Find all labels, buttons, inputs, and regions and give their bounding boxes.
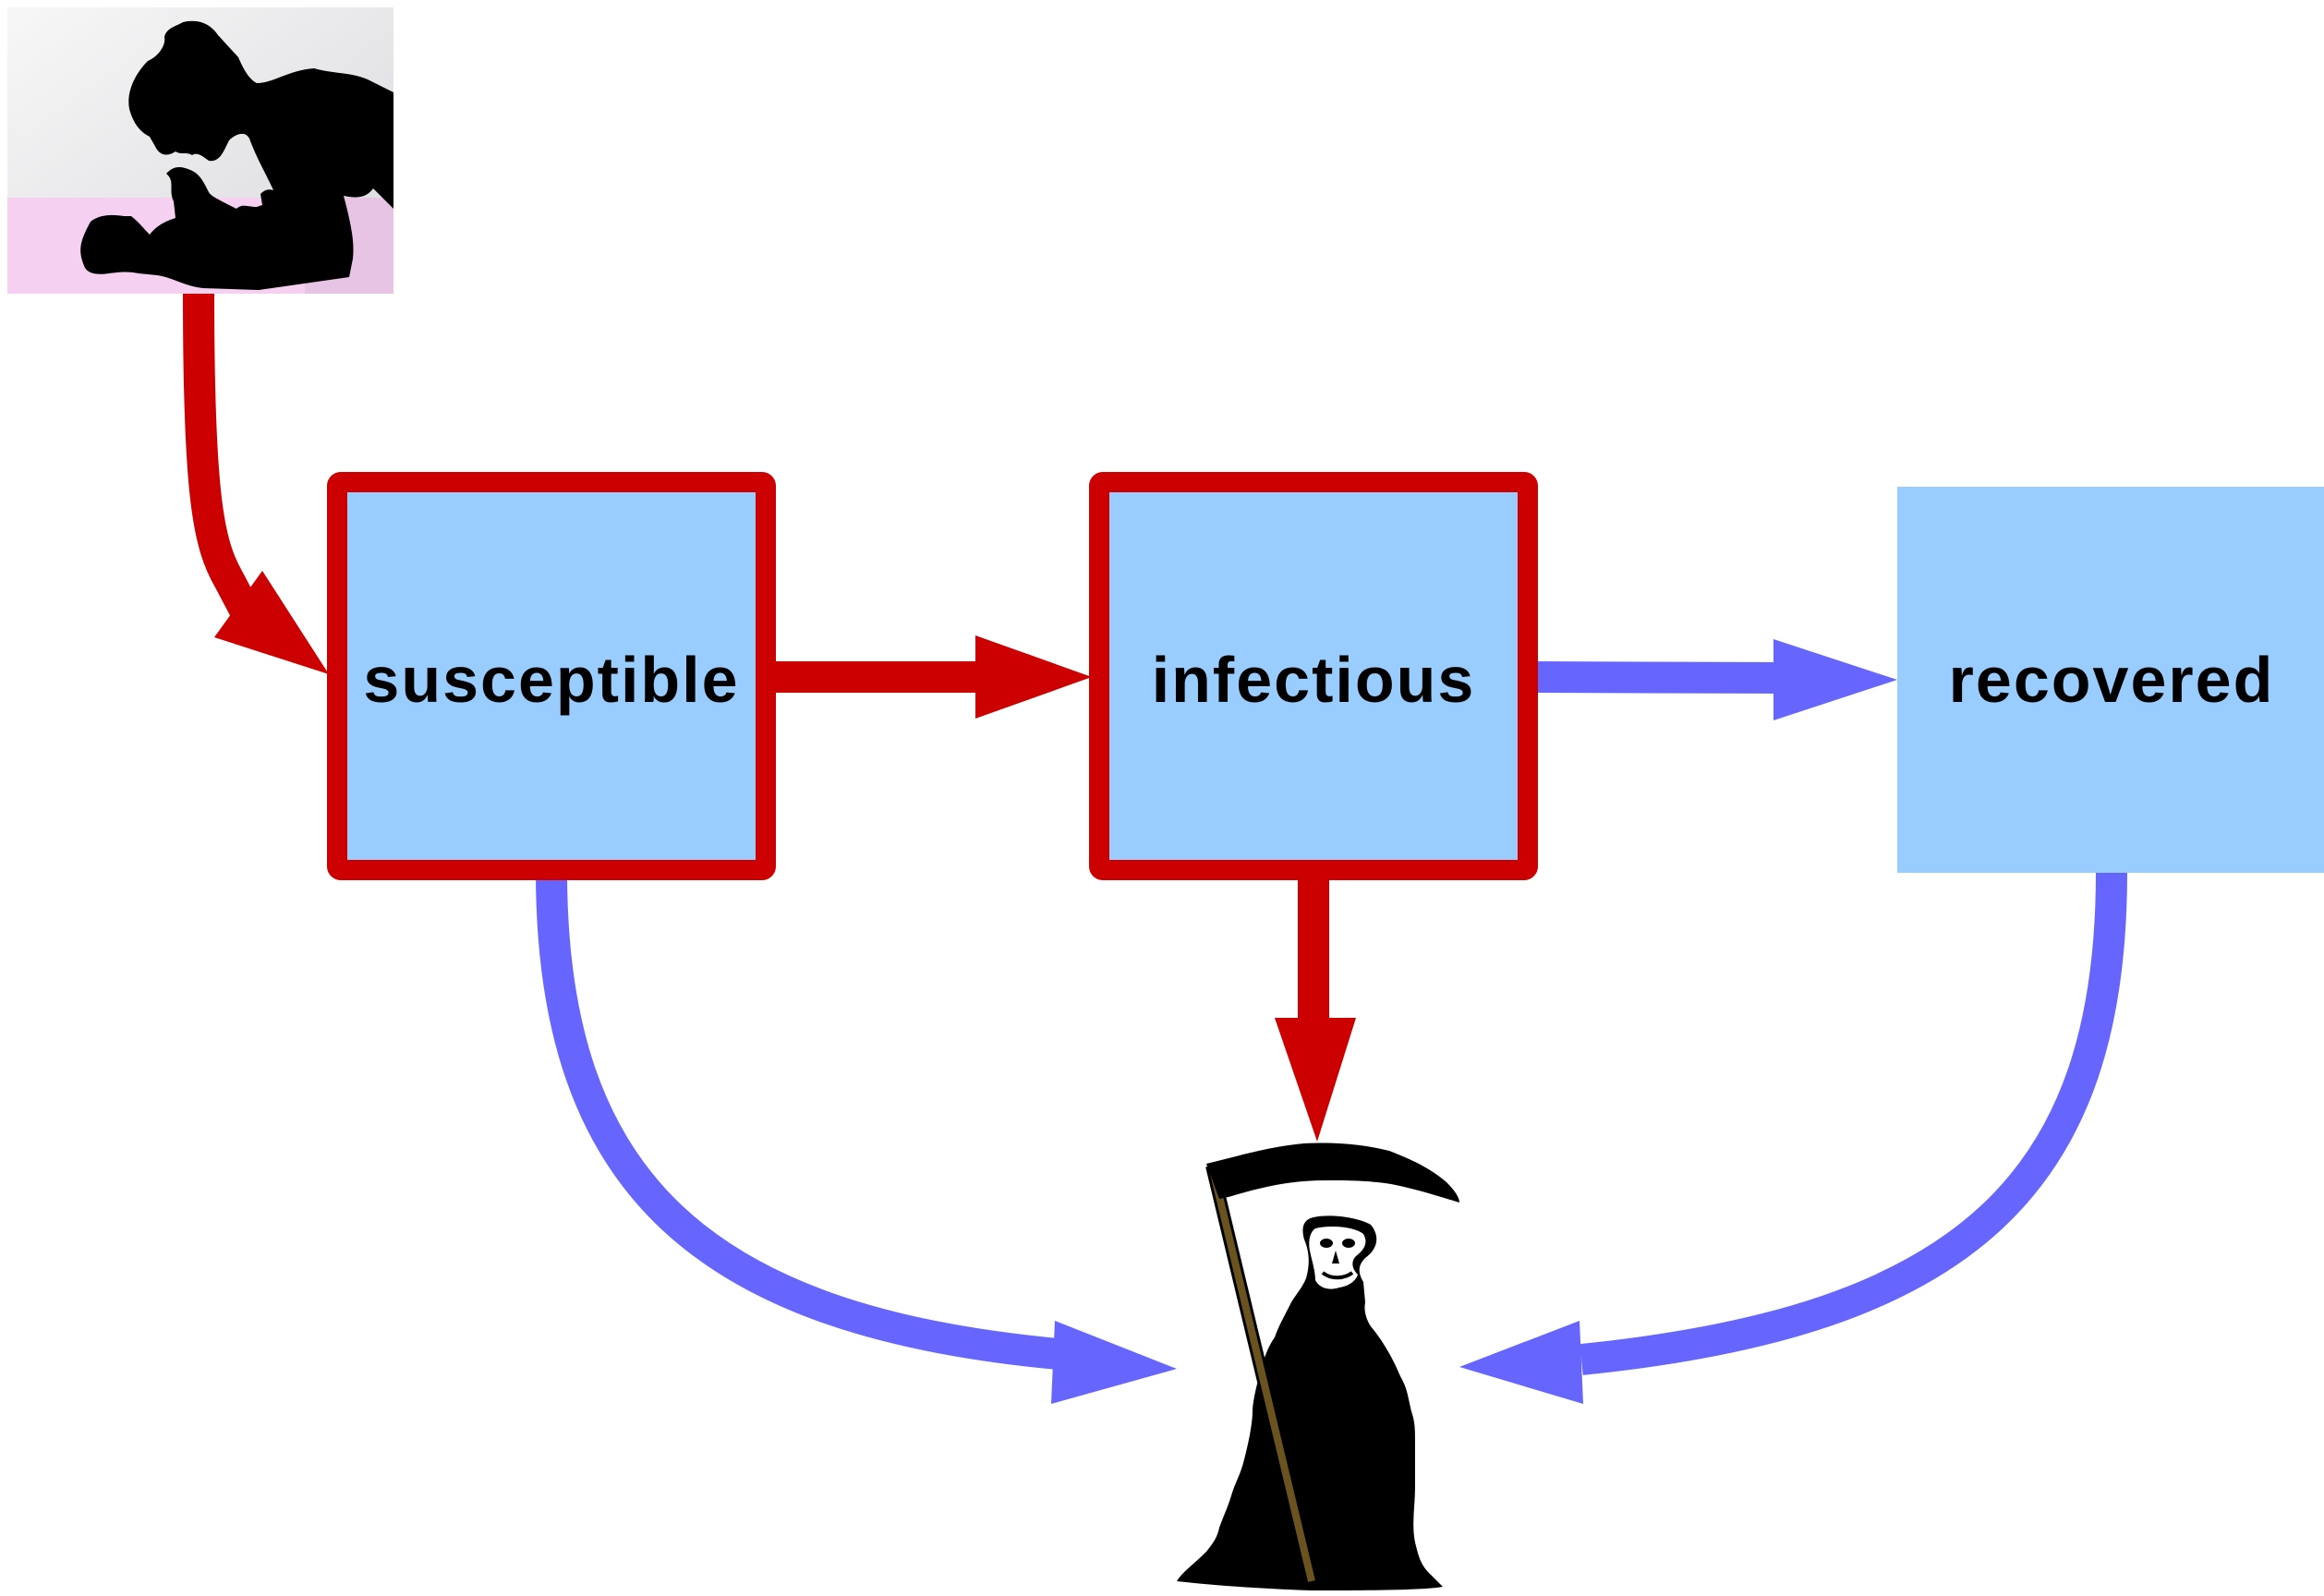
arrowhead-infectious-to-death [1275, 1018, 1356, 1142]
node-label: susceptible [363, 644, 739, 716]
arrow-susceptible-to-death [536, 871, 1059, 1370]
arrowhead-birth-to-susceptible [214, 571, 329, 674]
node-susceptible: susceptible [327, 472, 776, 880]
grim-reaper-icon [1177, 1143, 1459, 1590]
arrows [183, 293, 2127, 1404]
node-label: recovered [1949, 644, 2275, 716]
mother-and-baby-icon [7, 7, 393, 294]
arrow-birth-to-susceptible [183, 293, 262, 623]
arrowhead-infectious-to-recovered [1773, 639, 1897, 720]
node-infectious: infectious [1089, 472, 1538, 880]
arrowhead-susceptible-to-death [1051, 1321, 1177, 1404]
arrow-recovered-to-death [1580, 871, 2127, 1375]
arrow-infectious-to-recovered [1532, 661, 1779, 694]
node-label: infectious [1152, 644, 1476, 716]
node-recovered: recovered [1897, 487, 2324, 873]
arrowhead-recovered-to-death [1459, 1321, 1583, 1404]
arrowhead-susceptible-to-infectious [975, 635, 1092, 719]
